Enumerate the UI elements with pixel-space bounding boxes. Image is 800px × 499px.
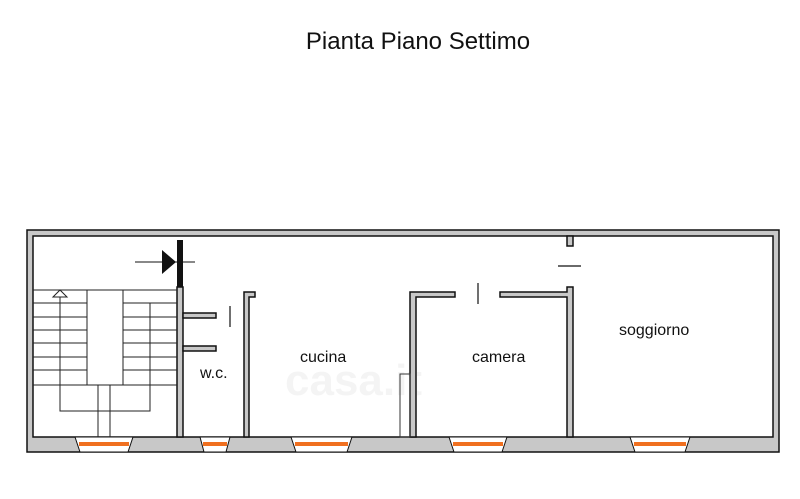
staircase: [33, 289, 177, 437]
window: [629, 436, 691, 453]
room-label-kitchen: cucina: [300, 349, 346, 366]
window: [290, 436, 353, 453]
room-label-living: soggiorno: [619, 322, 689, 339]
interior-walls: [176, 235, 581, 438]
outer-wall: [26, 229, 780, 453]
room-label-bedroom: camera: [472, 349, 525, 366]
window: [199, 436, 231, 453]
windows: [74, 436, 691, 453]
plan-title: Pianta Piano Settimo: [305, 28, 531, 55]
window: [448, 436, 508, 453]
watermark: casa.it: [285, 356, 422, 405]
room-label-wc: w.c.: [199, 365, 228, 382]
entrance-door-icon: [135, 250, 195, 274]
window: [74, 436, 134, 453]
